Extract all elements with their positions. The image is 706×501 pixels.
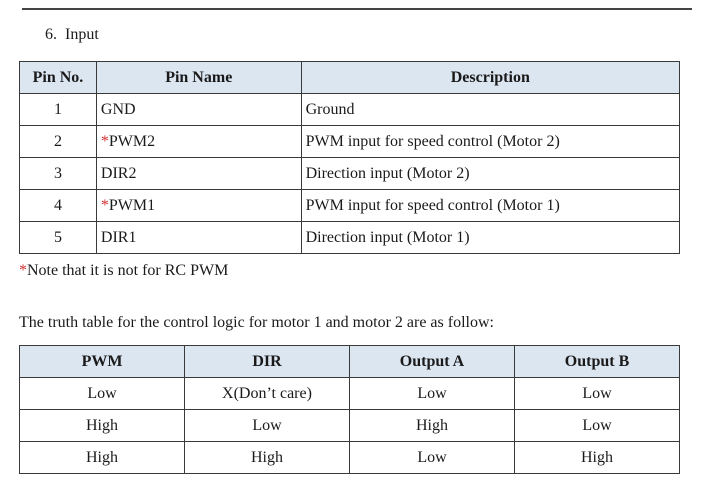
- footnote: *Note that it is not for RC PWM: [19, 262, 228, 280]
- footnote-text: Note that it is not for RC PWM: [27, 262, 229, 279]
- truth-table-intro: The truth table for the control logic fo…: [19, 314, 494, 331]
- dir-cell: Low: [184, 409, 350, 442]
- pwm-cell: High: [19, 409, 185, 442]
- header-output-b: Output B: [514, 345, 680, 378]
- pin-name-cell: DIR1: [95, 221, 302, 254]
- pin-number-cell: 2: [19, 125, 97, 158]
- output-b-cell: High: [514, 441, 680, 474]
- top-rule: [22, 8, 692, 10]
- output-a-cell: Low: [349, 441, 515, 474]
- section-heading: 6. Input: [45, 26, 99, 44]
- pin-name-cell: *PWM1: [95, 189, 302, 222]
- pin-name-cell: GND: [95, 93, 302, 126]
- pin-number-cell: 3: [19, 157, 97, 190]
- pin-number-cell: 5: [19, 221, 97, 254]
- section-title: Input: [65, 26, 99, 43]
- pwm-cell: Low: [19, 377, 185, 410]
- header-pin-name: Pin Name: [95, 61, 302, 94]
- pin-description-cell: Direction input (Motor 2): [300, 157, 681, 190]
- pin-table-header-row: Pin No. Pin Name Description: [19, 61, 681, 94]
- pin-name-text: PWM2: [108, 132, 156, 150]
- header-description: Description: [300, 61, 681, 94]
- pin-marker: *: [100, 196, 109, 214]
- pin-name-text: GND: [100, 100, 136, 118]
- pin-description-cell: Direction input (Motor 1): [300, 221, 681, 254]
- dir-cell: High: [184, 441, 350, 474]
- truth-table-header-row: PWM DIR Output A Output B: [19, 345, 680, 378]
- pin-name-cell: DIR2: [95, 157, 302, 190]
- pin-name-cell: *PWM2: [95, 125, 302, 158]
- pin-description-cell: PWM input for speed control (Motor 2): [300, 125, 681, 158]
- pin-marker: *: [100, 132, 109, 150]
- pin-name-text: DIR1: [100, 228, 137, 246]
- dir-cell: X(Don’t care): [184, 377, 350, 410]
- header-output-a: Output A: [349, 345, 515, 378]
- output-a-cell: High: [349, 409, 515, 442]
- output-a-cell: Low: [349, 377, 515, 410]
- header-pin-no: Pin No.: [19, 61, 97, 94]
- output-b-cell: Low: [514, 409, 680, 442]
- section-number: 6.: [45, 26, 57, 43]
- pin-number-cell: 4: [19, 189, 97, 222]
- footnote-marker: *: [19, 262, 27, 279]
- pwm-cell: High: [19, 441, 185, 474]
- output-b-cell: Low: [514, 377, 680, 410]
- pin-description-cell: PWM input for speed control (Motor 1): [300, 189, 681, 222]
- header-dir: DIR: [184, 345, 350, 378]
- pin-name-text: PWM1: [108, 196, 156, 214]
- header-pwm: PWM: [19, 345, 185, 378]
- pin-number-cell: 1: [19, 93, 97, 126]
- pin-description-cell: Ground: [300, 93, 681, 126]
- pin-name-text: DIR2: [100, 164, 137, 182]
